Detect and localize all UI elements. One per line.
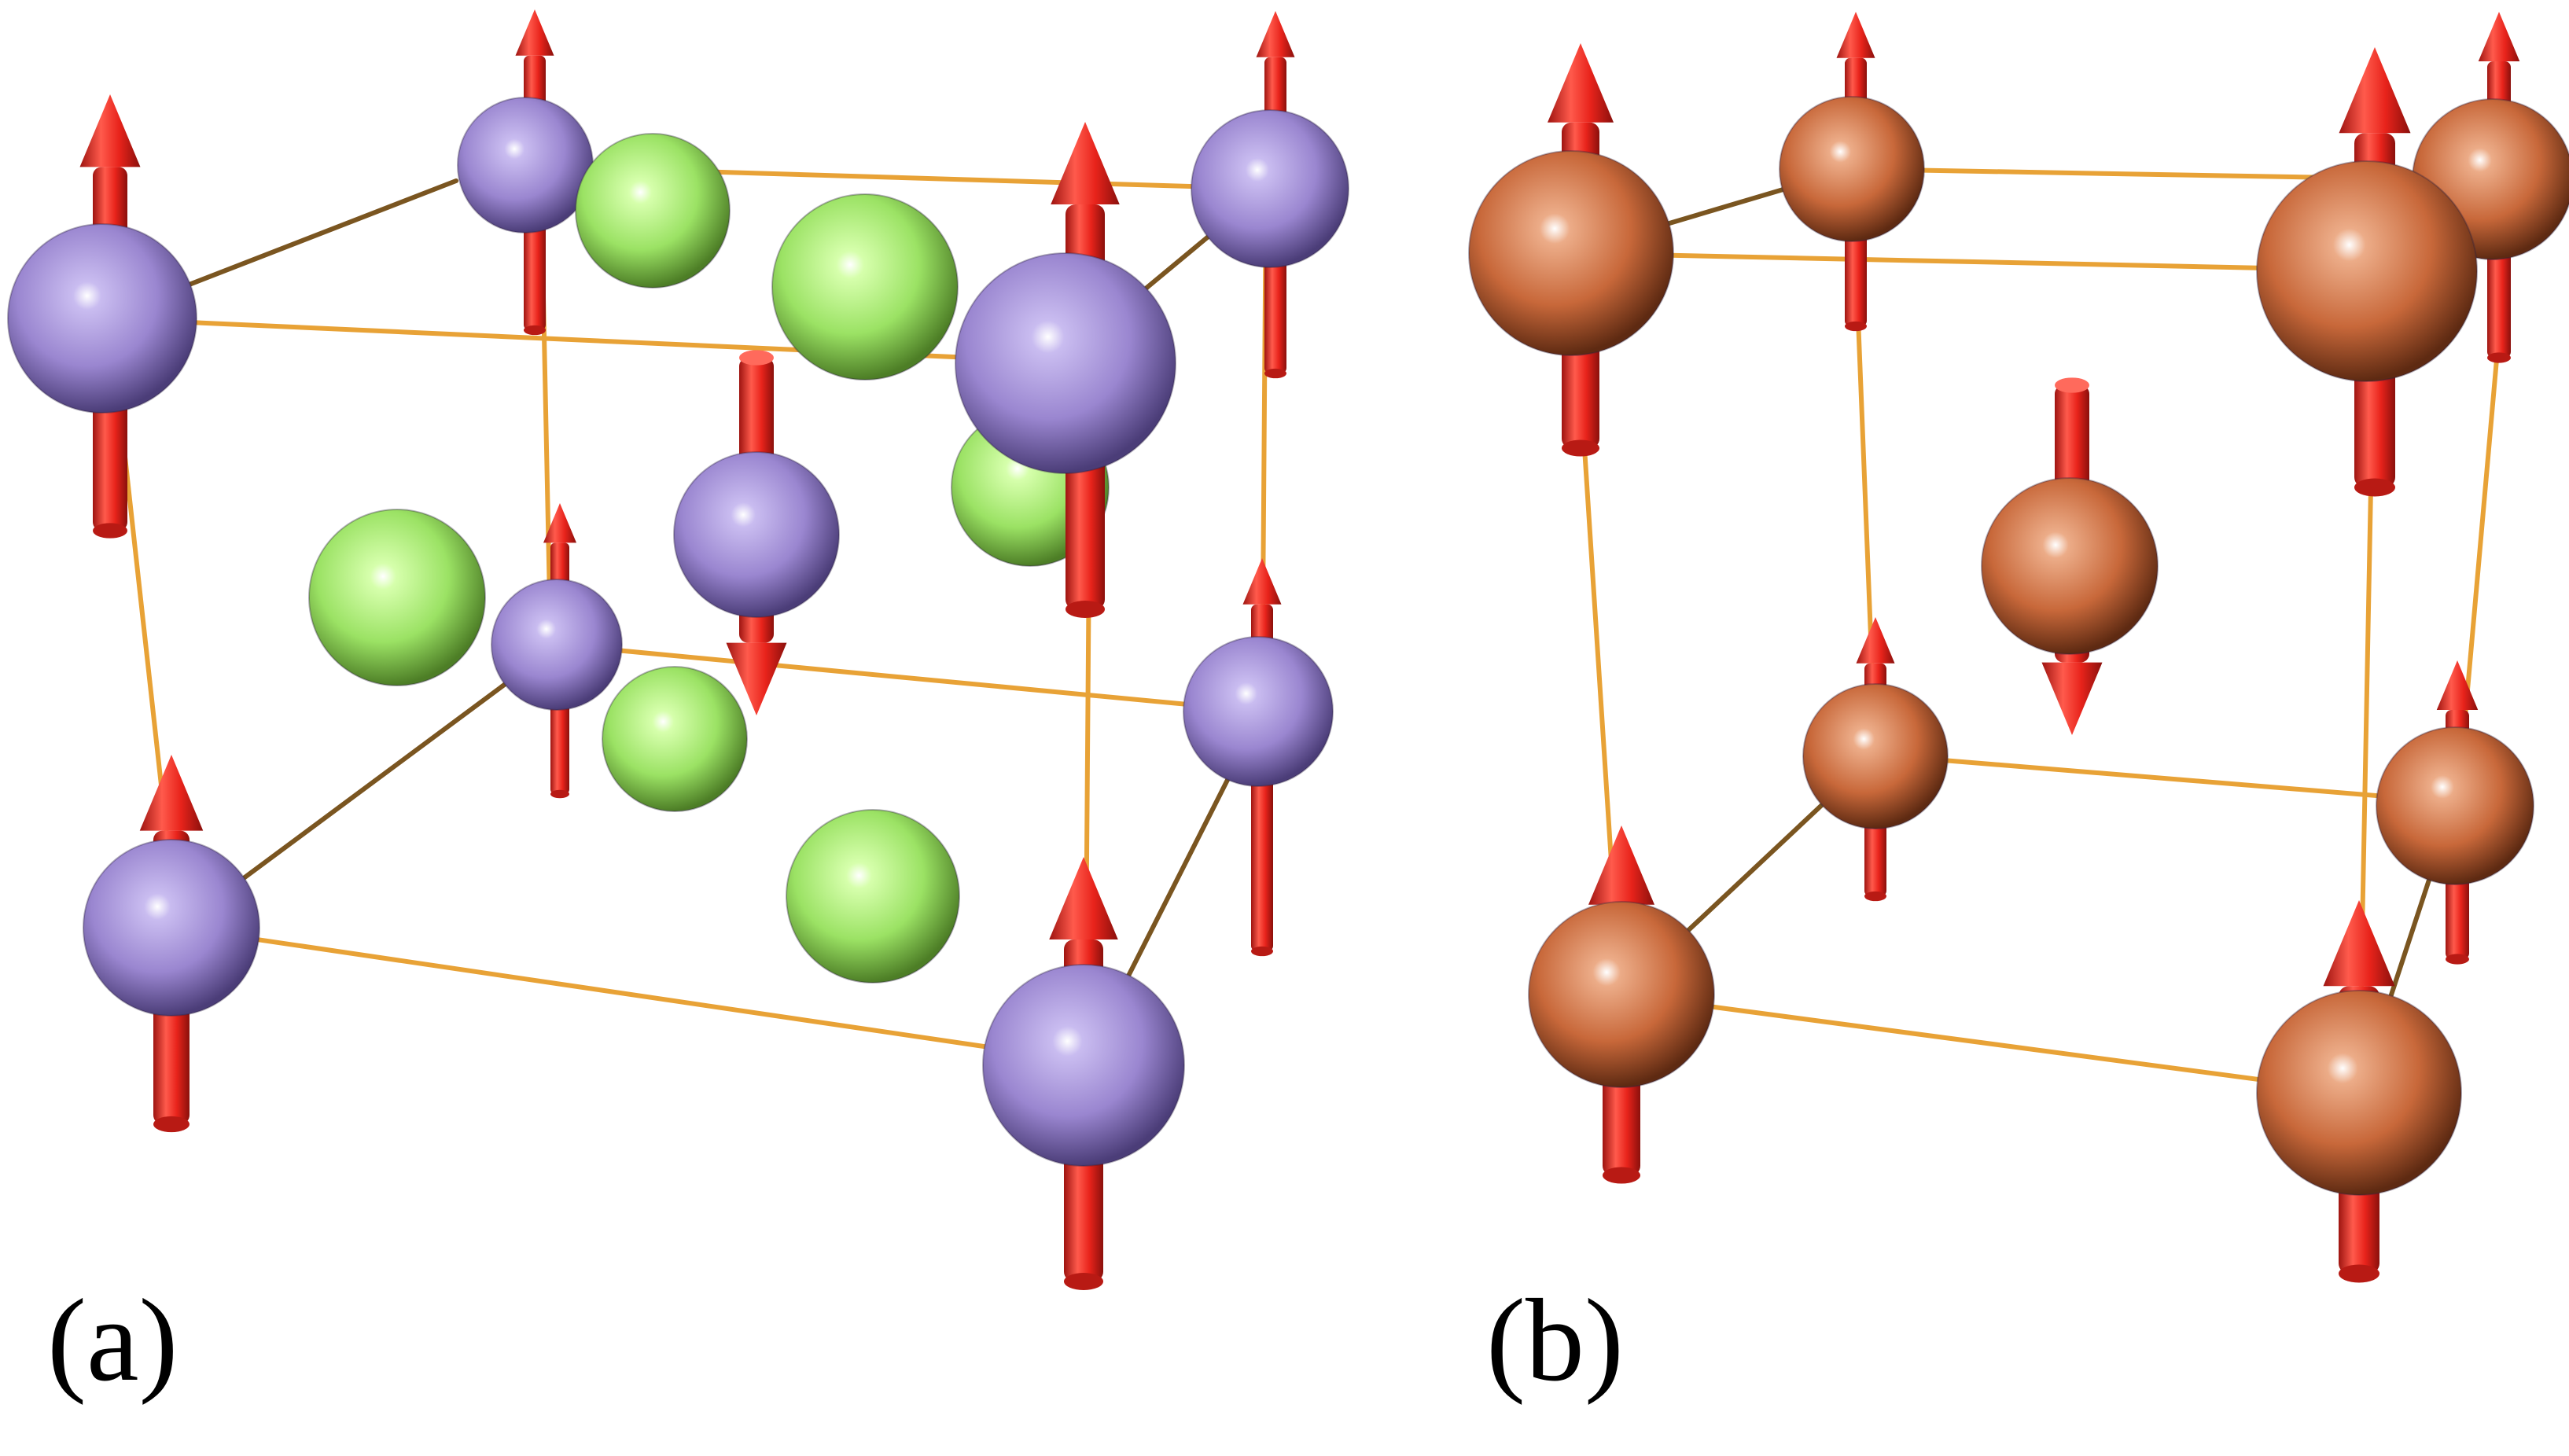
- f-atom-a-1: [575, 133, 731, 289]
- f-atom-a-4: [308, 509, 486, 686]
- f-atom-a-5: [602, 666, 748, 812]
- panel-a-label: (a): [47, 1275, 179, 1406]
- mn-atom-a-back-br: [1183, 636, 1334, 787]
- mn-atom-b-front-tl: [1468, 150, 1674, 356]
- mn-atom-b-front-br: [2256, 990, 2462, 1196]
- bond-a-bottom-front: [175, 925, 1088, 1064]
- mn-atom-b-back-br: [2376, 726, 2534, 885]
- mn-atom-b-front-bl: [1528, 901, 1715, 1088]
- mn-atom-a-front-tr: [955, 252, 1176, 474]
- mn-atom-a-back-bl: [491, 579, 623, 711]
- mn-atom-a-front-br: [982, 964, 1185, 1167]
- mn-atom-b-back-tl: [1779, 96, 1925, 242]
- bond-b-bottom-back: [1873, 752, 2456, 804]
- mn-atom-b-center: [1981, 477, 2159, 655]
- mn-atom-b-back-bl: [1802, 683, 1949, 829]
- mn-atom-a-back-tl: [457, 97, 594, 233]
- mn-atom-a-front-bl: [83, 839, 260, 1017]
- panel-b-structure: [1468, 12, 2569, 1283]
- panel-b-label: (b): [1486, 1275, 1624, 1406]
- mn-atom-a-center: [673, 451, 840, 618]
- mn-atom-b-front-tr: [2256, 160, 2478, 382]
- bond-b-bottom-front: [1618, 992, 2361, 1095]
- mn-atom-a-back-tr: [1191, 109, 1349, 268]
- f-atom-a-6: [786, 809, 960, 984]
- bond-a-bottom-back: [556, 642, 1264, 714]
- panel-a-structure: [7, 9, 1349, 1290]
- mn-atom-a-front-tl: [7, 223, 197, 414]
- f-atom-a-2: [771, 193, 959, 381]
